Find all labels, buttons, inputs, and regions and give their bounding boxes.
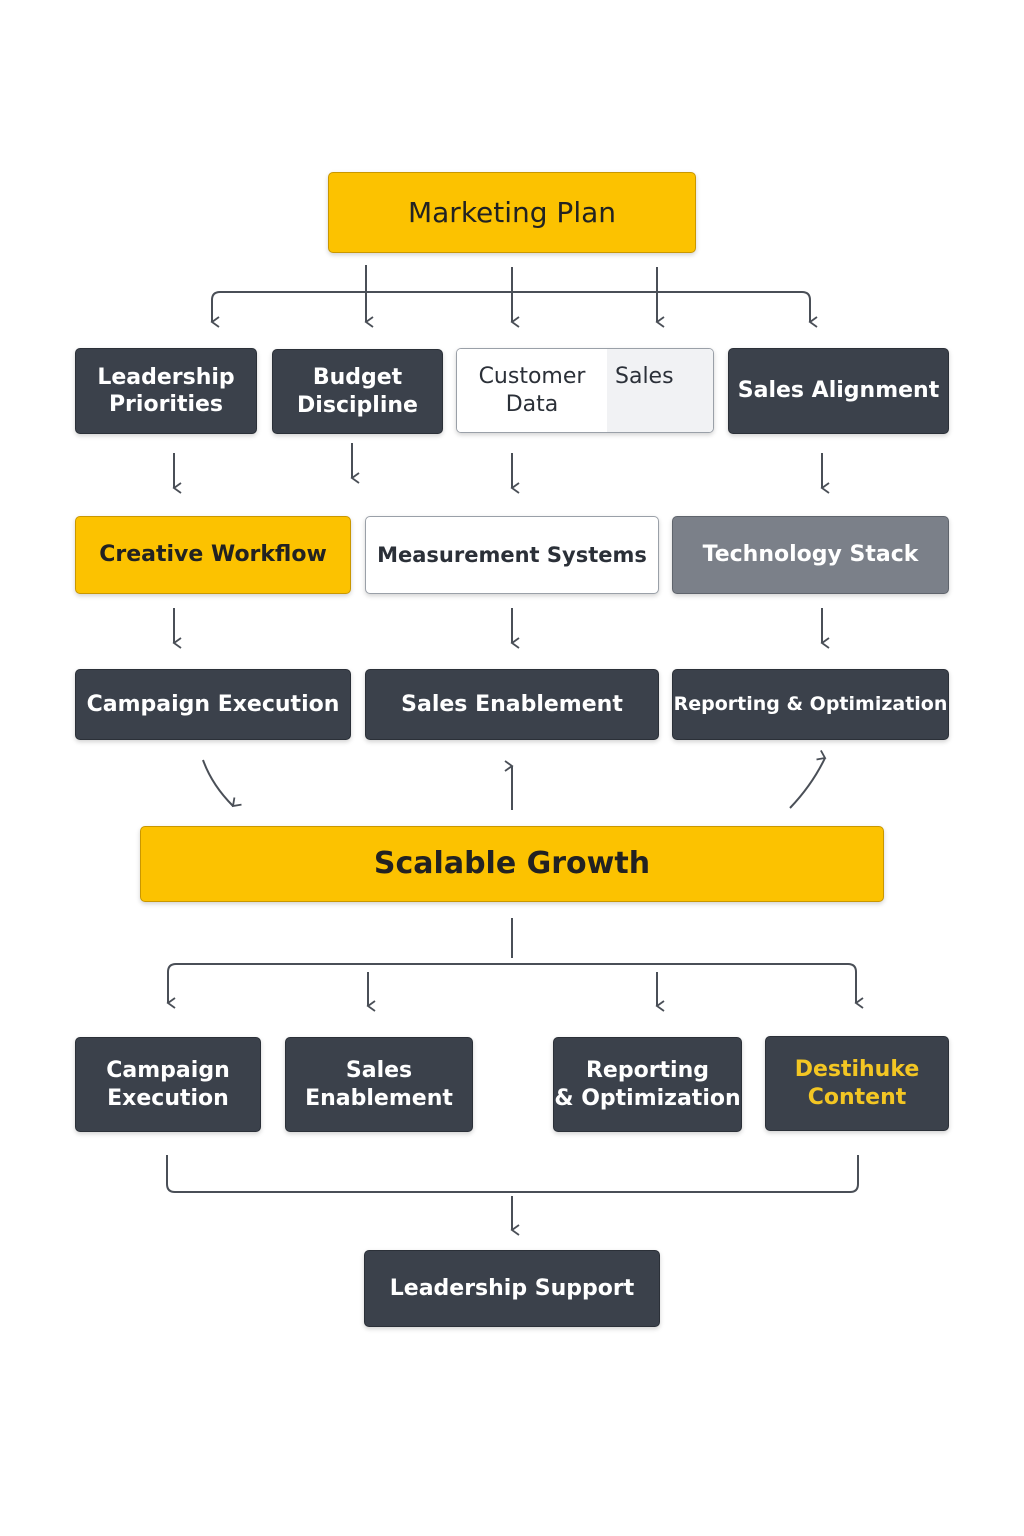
node-label-line: Content <box>807 1084 907 1110</box>
node-sales-alignment: Sales Alignment <box>728 348 949 434</box>
customer-data-segment: Customer Data <box>457 349 607 432</box>
node-label-line: Execution <box>107 1085 229 1111</box>
node-label-line: Destihuke <box>794 1057 920 1082</box>
node-label: Sales Enablement <box>401 691 623 717</box>
node-reporting-optimization: Reporting & Optimization <box>672 669 949 740</box>
node-campaign-execution-2: Campaign Execution <box>75 1037 261 1132</box>
node-leadership-support: Leadership Support <box>364 1250 660 1327</box>
node-label-line: Leadership <box>97 364 235 390</box>
node-marketing-plan: Marketing Plan <box>328 172 696 253</box>
node-label: Measurement Systems <box>377 542 647 567</box>
node-label-line: Customer <box>478 364 586 389</box>
sales-segment: Sales <box>607 349 713 432</box>
node-label: Creative Workflow <box>99 542 327 568</box>
node-label-line: Sales <box>345 1058 413 1083</box>
node-label-line: Data <box>505 391 559 417</box>
node-scalable-growth: Scalable Growth <box>140 826 884 902</box>
node-label: Leadership Support <box>389 1275 635 1301</box>
node-label-line: Reporting <box>585 1058 710 1083</box>
node-label-line: & Optimization <box>554 1085 741 1111</box>
node-label-line: Enablement <box>305 1085 453 1111</box>
node-label-line: Priorities <box>108 392 224 417</box>
node-label: Sales <box>615 364 674 389</box>
node-label-line: Discipline <box>297 392 418 418</box>
node-customer-data: Customer Data Sales <box>456 348 714 433</box>
node-distribute-content: Destihuke Content <box>765 1036 949 1131</box>
node-sales-enablement: Sales Enablement <box>365 669 659 740</box>
merge-bracket <box>166 1155 859 1193</box>
node-label: Campaign Execution <box>86 691 340 717</box>
node-label: Reporting & Optimization <box>673 692 948 715</box>
node-measurement-systems: Measurement Systems <box>365 516 659 594</box>
node-label-line: Campaign <box>106 1058 230 1083</box>
node-label: Marketing Plan <box>407 196 617 229</box>
node-leadership-priorities: Leadership Priorities <box>75 348 257 434</box>
node-label: Scalable Growth <box>373 846 651 882</box>
node-sales-enablement-2: Sales Enablement <box>285 1037 473 1132</box>
node-label: Sales Alignment <box>737 378 940 404</box>
node-label-line: Budget <box>312 365 403 390</box>
bottom-bracket <box>167 963 864 1009</box>
node-label: Technology Stack <box>702 542 919 568</box>
arrow-r4-diag-right <box>789 750 827 809</box>
node-campaign-execution: Campaign Execution <box>75 669 351 740</box>
node-creative-workflow: Creative Workflow <box>75 516 351 594</box>
arrow-r4-diag-left <box>202 759 242 808</box>
node-reporting-optimization-2: Reporting & Optimization <box>553 1037 742 1132</box>
node-technology-stack: Technology Stack <box>672 516 949 594</box>
node-budget-discipline: Budget Discipline <box>272 349 443 434</box>
